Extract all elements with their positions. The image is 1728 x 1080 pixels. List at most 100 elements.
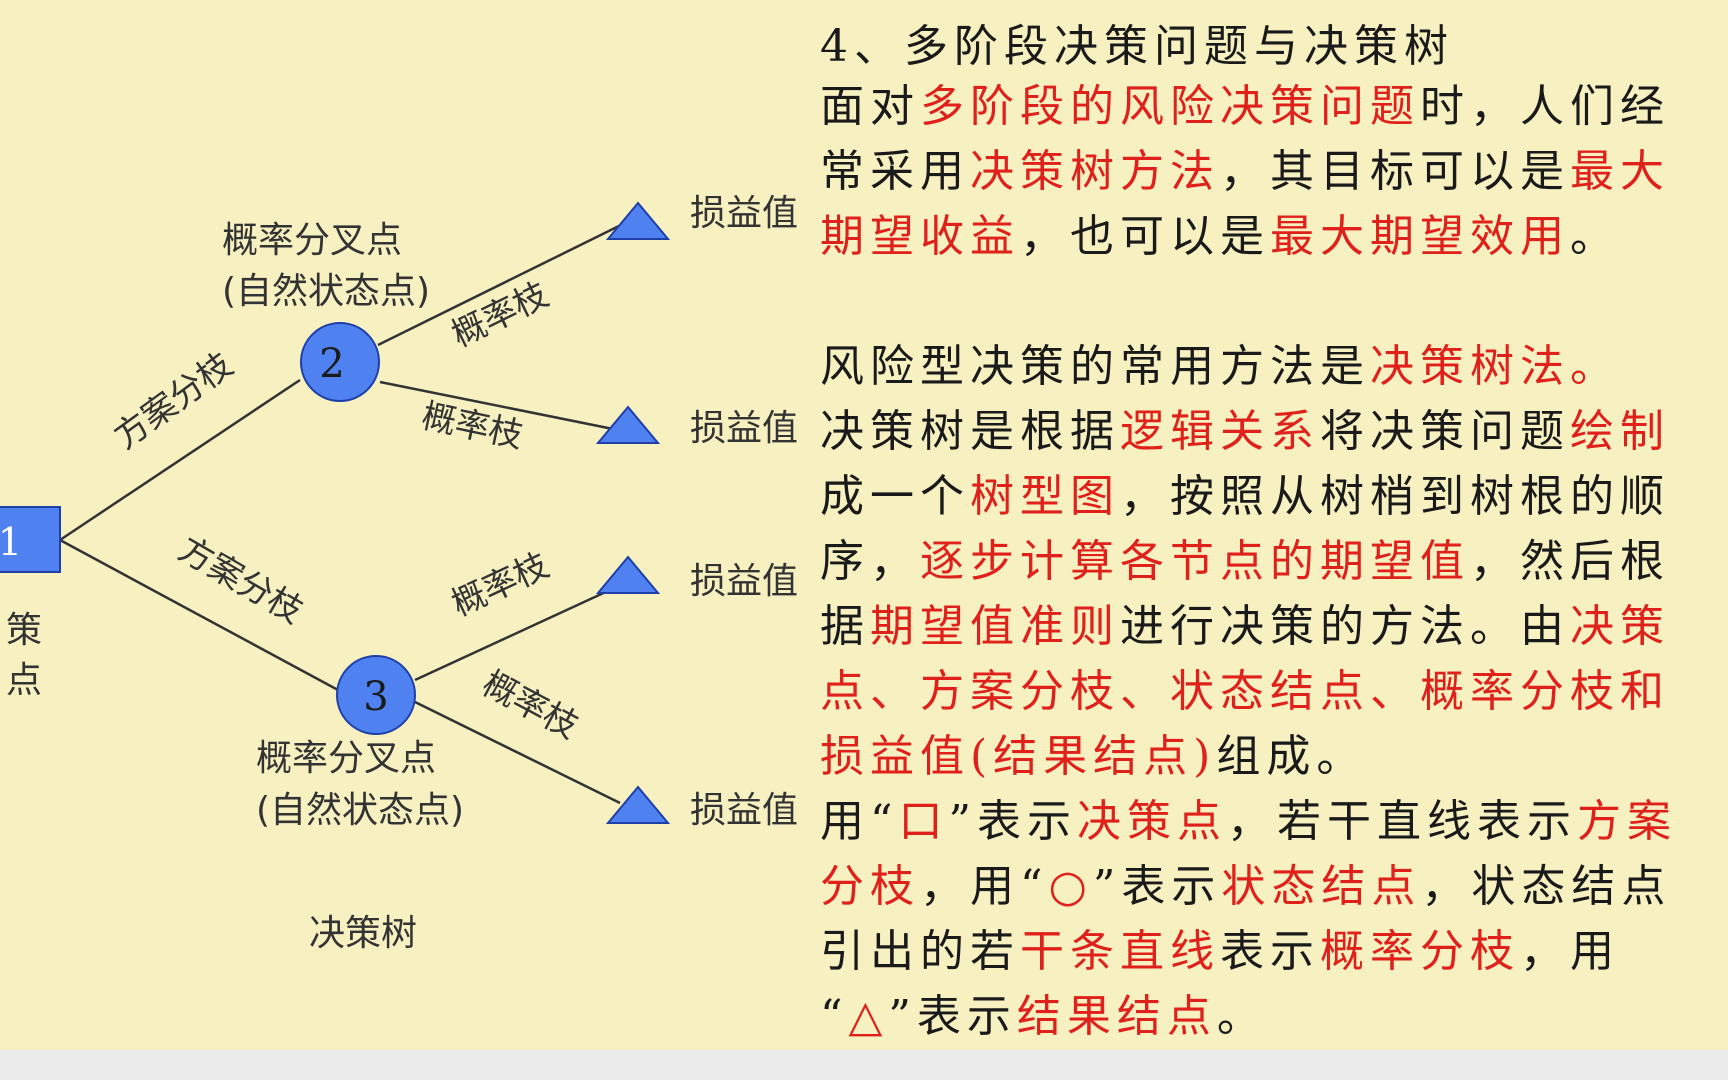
chance-node-2-caption-line1: 概率分叉点 <box>222 220 402 261</box>
body-text: 。 <box>1216 991 1267 1042</box>
scheme-branch-upper <box>59 378 301 542</box>
text-line: 用“口”表示决策点，若干直线表示方案 <box>820 789 1728 854</box>
outcome-triangle-icon <box>605 201 671 240</box>
scheme-branch-label-upper: 方案分枝 <box>107 345 241 457</box>
body-text: ，用“ <box>920 861 1049 912</box>
highlighted-text: 期望收益 <box>820 211 1020 262</box>
text-line: 期望收益，也可以是最大期望效用。 <box>820 204 1728 269</box>
decision-caption-line1: 策 <box>6 610 42 651</box>
highlighted-text: 决策点 <box>1077 796 1227 847</box>
probability-branch-2a <box>377 221 626 347</box>
body-text: “ <box>820 991 849 1042</box>
decision-node-number: 1 <box>0 520 22 564</box>
body-text: 组成。 <box>1216 731 1367 782</box>
body-text: 时，人们经 <box>1420 81 1670 132</box>
decision-square-icon <box>0 506 61 573</box>
highlighted-text: 逐步计算各节点的期望值 <box>920 536 1470 587</box>
outcome-label-3: 损益值 <box>690 561 798 602</box>
decision-caption-line2: 点 <box>6 660 42 701</box>
body-text: 。 <box>1570 211 1620 262</box>
body-text: 常采用 <box>820 146 970 197</box>
text-line: 面对多阶段的风险决策问题时，人们经 <box>820 74 1728 139</box>
text-line: 成一个树型图，按照从树梢到树根的顺 <box>820 464 1728 529</box>
highlighted-text: 绘制 <box>1570 406 1670 457</box>
text-line: 决策树是根据逻辑关系将决策问题绘制 <box>820 399 1728 464</box>
highlighted-text: 决策树法。 <box>1370 341 1620 392</box>
highlighted-text: 概率分枝 <box>1320 926 1520 977</box>
highlighted-text: 分枝 <box>820 861 920 912</box>
body-text: 成一个 <box>820 471 970 522</box>
highlighted-text: 多阶段的风险决策问题 <box>920 81 1420 132</box>
chance-node-2-caption-line2: (自然状态点) <box>222 271 430 312</box>
probability-branch-3b <box>414 700 621 805</box>
page-title: 4、多阶段决策问题与决策树 <box>820 21 1454 72</box>
text-line: 据期望值准则进行决策的方法。由决策 <box>820 594 1728 659</box>
highlighted-text: △ <box>848 991 889 1042</box>
body-text: ，也可以是 <box>1020 211 1270 262</box>
body-text: 面对 <box>820 81 920 132</box>
outcome-triangle-icon <box>605 785 671 824</box>
body-text: ，用 <box>1520 926 1620 977</box>
chance-node-3-caption-line2: (自然状态点) <box>256 790 464 831</box>
probability-branch-label-3b: 概率枝 <box>476 664 585 747</box>
outcome-triangle-icon <box>595 405 661 444</box>
text-line: 引出的若干条直线表示概率分枝，用 <box>820 919 1728 984</box>
body-text: 将决策问题 <box>1320 406 1570 457</box>
body-text: 用“ <box>820 796 899 847</box>
scheme-branch-lower <box>59 538 339 692</box>
paragraph-method: 风险型决策的常用方法是决策树法。决策树是根据逻辑关系将决策问题绘制成一个树型图，… <box>820 334 1728 1049</box>
body-text: 据 <box>820 601 870 652</box>
body-text: 序， <box>820 536 920 587</box>
body-text: 决策树是根据 <box>820 406 1120 457</box>
chance-circle-icon <box>300 322 380 402</box>
body-text: 表示 <box>1220 926 1320 977</box>
text-line: “△”表示结果结点。 <box>820 984 1728 1049</box>
bottom-strip <box>0 1050 1728 1080</box>
highlighted-text: 状态结点 <box>1221 861 1422 912</box>
highlighted-text: 树型图 <box>970 471 1120 522</box>
probability-branch-3a <box>414 588 611 682</box>
body-text: ”表示 <box>888 991 1017 1042</box>
outcome-triangle-icon <box>595 555 661 594</box>
body-text: ，状态结点 <box>1421 861 1672 912</box>
probability-branch-label-2a: 概率枝 <box>446 275 555 356</box>
highlighted-text: 干条直线 <box>1020 926 1220 977</box>
outcome-label-4: 损益值 <box>690 790 798 831</box>
body-text: ，然后根 <box>1470 536 1670 587</box>
highlighted-text: 点、方案分枝、状态结点、概率分枝和 <box>820 666 1670 717</box>
highlighted-text: 方案 <box>1577 796 1677 847</box>
diagram-caption: 决策树 <box>309 913 417 954</box>
scheme-branch-label-lower: 方案分枝 <box>172 529 310 632</box>
body-text: ，按照从树梢到树根的顺 <box>1120 471 1670 522</box>
body-text: ，若干直线表示 <box>1227 796 1577 847</box>
highlighted-text: ○ <box>1048 861 1093 912</box>
highlighted-text: 损益值(结果结点) <box>820 731 1217 782</box>
text-line: 点、方案分枝、状态结点、概率分枝和 <box>820 659 1728 724</box>
chance-node-2-number: 2 <box>319 341 344 387</box>
body-text: ”表示 <box>948 796 1077 847</box>
chance-node-3-caption-line1: 概率分叉点 <box>256 738 436 779</box>
probability-branch-2b <box>379 380 619 432</box>
highlighted-text: 决策 <box>1570 601 1670 652</box>
highlighted-text: 决策树方法 <box>970 146 1220 197</box>
probability-branch-label-2b: 概率枝 <box>418 396 526 456</box>
chance-circle-icon <box>336 655 416 735</box>
outcome-label-2: 损益值 <box>690 408 798 449</box>
highlighted-text: 最大 <box>1570 146 1670 197</box>
highlighted-text: 逻辑关系 <box>1120 406 1320 457</box>
text-line: 分枝，用“○”表示状态结点，状态结点 <box>820 854 1728 919</box>
chance-node-3-number: 3 <box>363 674 388 720</box>
body-text: ，其目标可以是 <box>1220 146 1570 197</box>
text-line: 常采用决策树方法，其目标可以是最大 <box>820 139 1728 204</box>
body-text: 进行决策的方法。由 <box>1120 601 1570 652</box>
text-line: 序，逐步计算各节点的期望值，然后根 <box>820 529 1728 594</box>
body-text: ”表示 <box>1092 861 1222 912</box>
outcome-label-1: 损益值 <box>690 193 798 234</box>
body-text: 风险型决策的常用方法是 <box>820 341 1370 392</box>
decision-tree-diagram: 1 策 点 2 概率分叉点 (自然状态点) 3 概率分叉点 (自然状态点) 损益… <box>0 193 798 954</box>
text-line: 损益值(结果结点)组成。 <box>820 724 1728 789</box>
probability-branch-label-3a: 概率枝 <box>446 545 555 624</box>
text-line: 风险型决策的常用方法是决策树法。 <box>820 334 1728 399</box>
paragraph-intro: 面对多阶段的风险决策问题时，人们经常采用决策树方法，其目标可以是最大期望收益，也… <box>820 74 1728 269</box>
